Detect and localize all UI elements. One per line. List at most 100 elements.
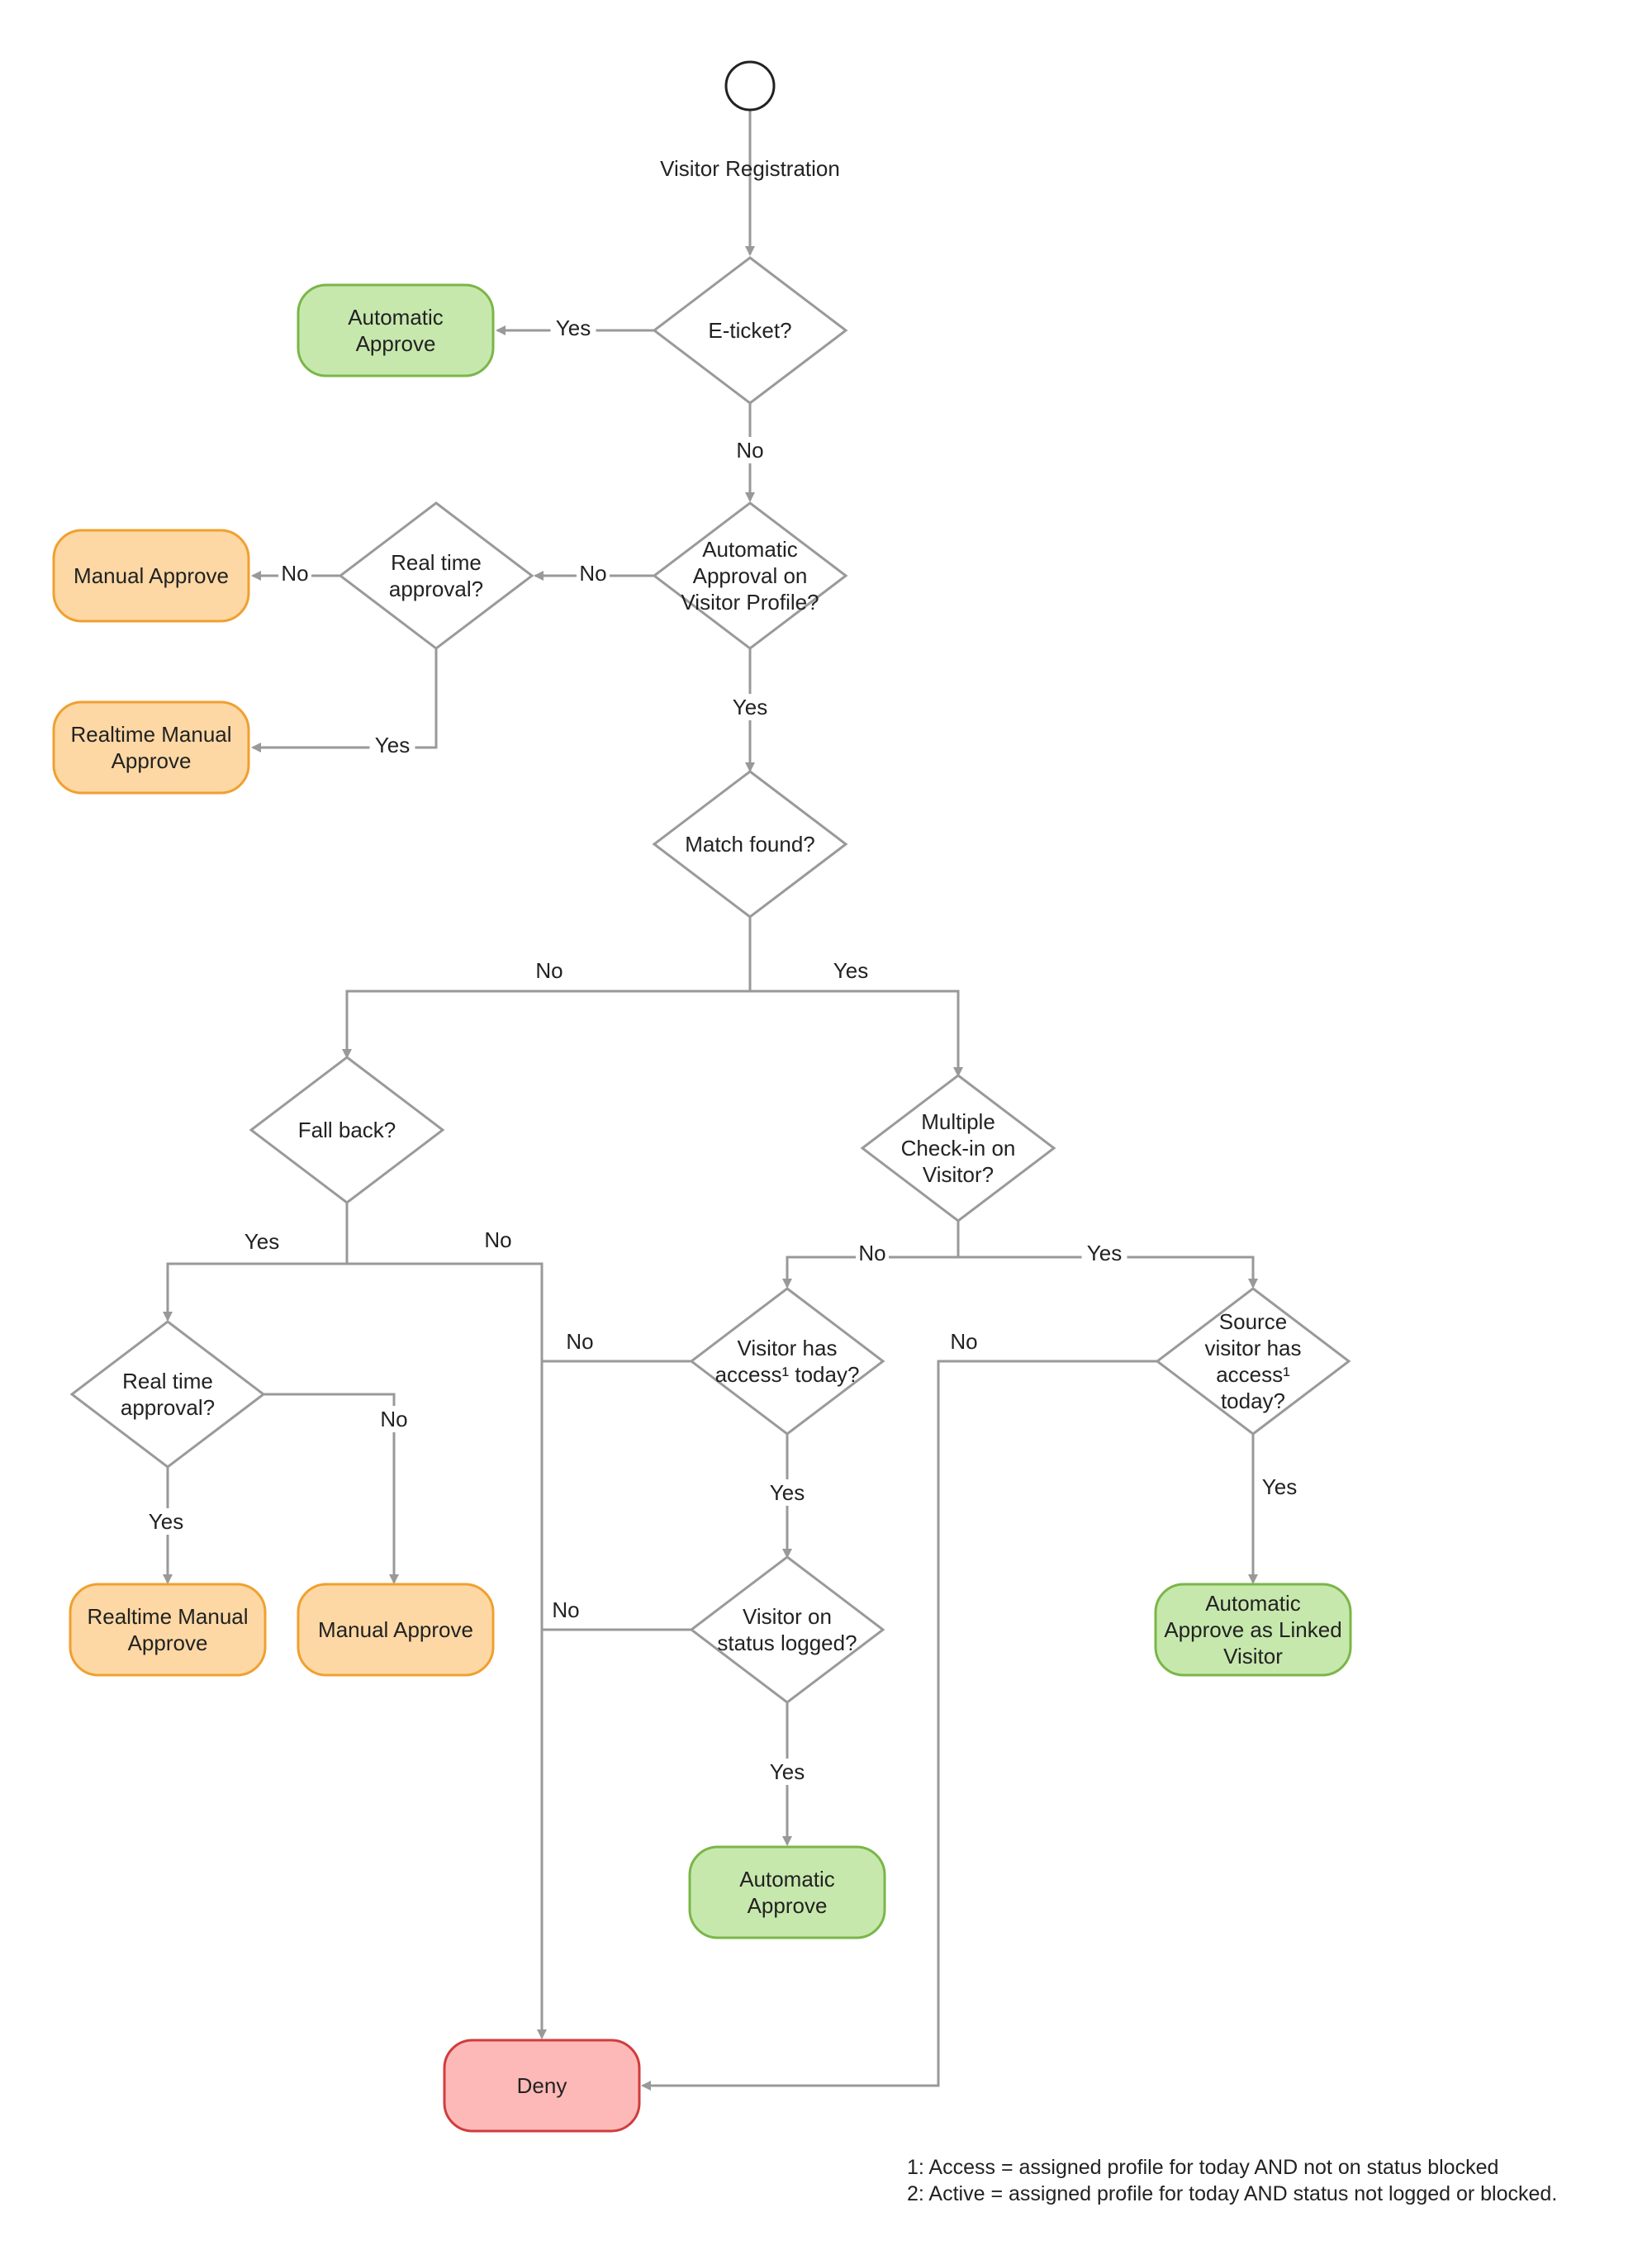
auto-approve-top-line-2: Approve — [356, 331, 436, 356]
multiple-checkin-line-2: Check-in on — [901, 1136, 1016, 1161]
edge-label-profile-yes: Yes — [727, 694, 773, 720]
edge-label-realtime-top-no: No — [278, 560, 311, 586]
edge-label-text: Yes — [1087, 1241, 1122, 1265]
auto-approve-top-line-1: Automatic — [348, 305, 444, 330]
terminal-shape — [1154, 1583, 1352, 1677]
visitor-has-access-line-2: access¹ today? — [715, 1362, 860, 1387]
edge-label-text: No — [552, 1597, 579, 1622]
decision-diamond — [249, 1056, 445, 1204]
footnote-2: 2: Active = assigned profile for today A… — [907, 2182, 1557, 2205]
edge-label-bg — [533, 957, 566, 984]
decision-diamond — [652, 256, 848, 405]
edge-label-bg — [369, 732, 415, 758]
auto-approve-bottom-line-2: Approve — [748, 1893, 828, 1918]
edge-label-text: No — [736, 438, 763, 463]
edge-match-yes — [750, 990, 963, 1077]
edge-label-realtime-top-yes: Yes — [369, 732, 415, 758]
decision-diamond — [652, 770, 848, 919]
edge-label-text: Yes — [1262, 1474, 1297, 1499]
edge-label-multi-no: No — [856, 1240, 889, 1266]
decision-diamond — [338, 501, 534, 650]
edge-label-realtime-bottom-no: No — [377, 1406, 411, 1432]
edge-label-bg — [1081, 1240, 1127, 1266]
edge-label-profile-no: No — [577, 560, 610, 586]
edge-label-text: No — [535, 958, 563, 983]
edge-label-text: No — [858, 1241, 885, 1265]
edge-label-eticket-yes: Yes — [550, 315, 596, 341]
footnote-1: 1: Access = assigned profile for today A… — [907, 2156, 1498, 2179]
edge-label-multi-yes: Yes — [1081, 1240, 1127, 1266]
footnotes: 1: Access = assigned profile for today A… — [907, 2156, 1557, 2205]
decision-diamond — [652, 501, 848, 650]
edge-label-bg — [764, 1759, 810, 1785]
edge-label-text: Yes — [770, 1480, 805, 1505]
realtime-bottom-line-2: approval? — [121, 1395, 215, 1420]
edge-label-text: No — [380, 1407, 407, 1431]
auto-approval-profile-line-3: Visitor Profile? — [681, 590, 819, 615]
edge-label-source-yes: Yes — [1256, 1474, 1303, 1500]
edge-label-logged-no: No — [549, 1597, 582, 1623]
edge-label-bg — [143, 1508, 189, 1535]
edge-label-bg — [550, 315, 596, 341]
edge-label-bg — [947, 1328, 980, 1355]
start-node — [724, 60, 776, 112]
manual-approve-top-line-1: Manual Approve — [74, 563, 229, 588]
auto-approve-linked-line-1: Automatic — [1205, 1591, 1301, 1616]
edge-label-fallback-yes: Yes — [239, 1228, 285, 1255]
match-found-line-1: Match found? — [685, 832, 815, 857]
realtime-top-line-1: Real time — [391, 550, 482, 575]
edge-label-text: No — [566, 1329, 593, 1354]
decision-diamond — [1155, 1287, 1351, 1436]
realtime-top-line-2: approval? — [389, 577, 483, 601]
match-found-decision: Match found? — [652, 770, 848, 919]
edge-realtime-top-yes — [251, 648, 438, 752]
auto-approval-profile-line-1: Automatic — [702, 537, 798, 562]
edge-label-bg — [563, 1328, 596, 1355]
auto-approve-linked-line-3: Visitor — [1223, 1644, 1283, 1669]
edge-label-bg — [577, 560, 610, 586]
edge-label-text: No — [484, 1227, 511, 1252]
terminal-shape — [688, 1845, 886, 1939]
terminal-shape — [52, 529, 250, 623]
visitor-has-access-line-1: Visitor has — [738, 1336, 838, 1360]
edge-label-text: Yes — [556, 316, 591, 340]
edge-label-text: No — [950, 1329, 977, 1354]
realtime-bottom-line-1: Real time — [122, 1369, 213, 1393]
auto-approve-bottom-line-1: Automatic — [739, 1867, 835, 1892]
edge-label-match-yes: Yes — [828, 957, 874, 984]
source-visitor-access-line-1: Source — [1219, 1309, 1287, 1334]
edge-source-no — [641, 1360, 1157, 2091]
terminal-shape — [443, 2039, 641, 2133]
edge-label-text: No — [281, 561, 308, 586]
terminal-shape — [297, 283, 495, 377]
decision-diamond — [689, 1287, 885, 1436]
nodes: Visitor RegistrationE-ticket?AutomaticAp… — [52, 60, 1352, 2133]
edge-label-text: No — [579, 561, 606, 586]
edge-label-bg — [549, 1597, 582, 1623]
edge-fallback-yes — [163, 1203, 349, 1322]
edge-label-bg — [278, 560, 311, 586]
edge-label-eticket-no: No — [733, 437, 767, 463]
terminal-shape — [297, 1583, 495, 1677]
eticket-line-1: E-ticket? — [708, 318, 791, 343]
edge-realtime-bottom-no — [263, 1393, 399, 1584]
edge-label-bg — [764, 1479, 810, 1506]
visitor-status-logged-line-1: Visitor on — [743, 1604, 832, 1629]
edge-label-fallback-no: No — [482, 1227, 515, 1253]
realtime-manual-bottom-line-2: Approve — [128, 1631, 208, 1655]
edge-label-realtime-bottom-yes: Yes — [143, 1508, 189, 1535]
realtime-manual-top-line-1: Realtime Manual — [70, 722, 231, 747]
edge-label-bg — [377, 1406, 411, 1432]
edge-match-no — [342, 918, 752, 1059]
